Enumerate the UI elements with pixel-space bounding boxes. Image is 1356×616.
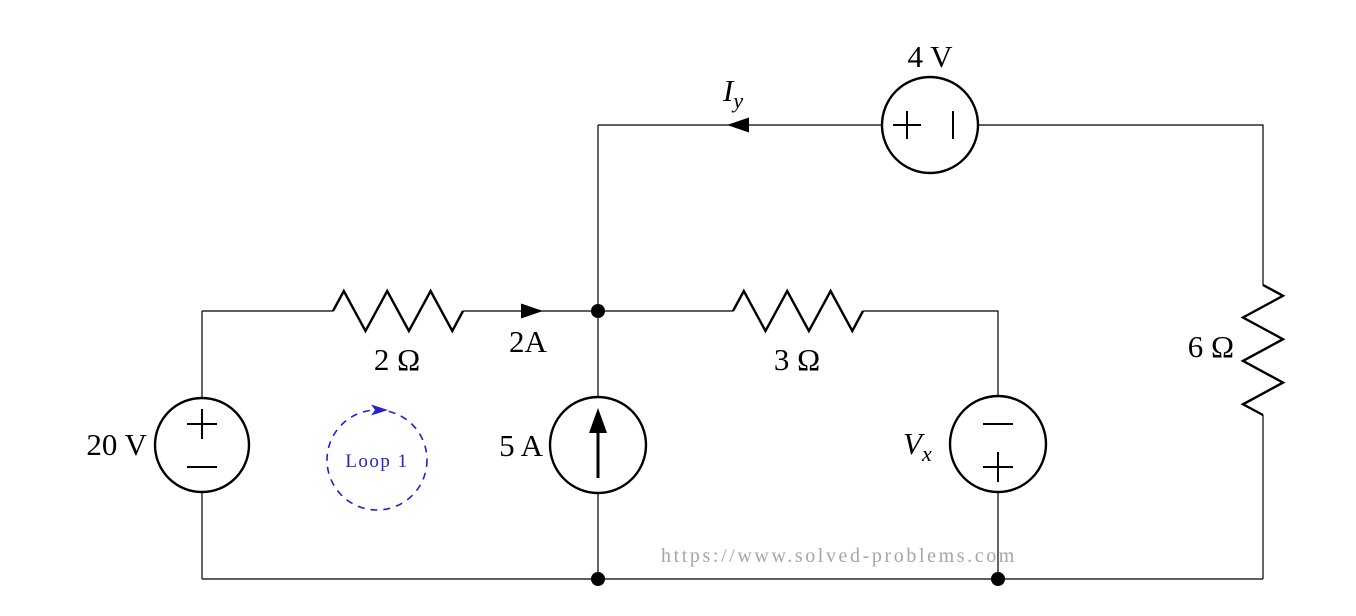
resistor-zigzag-icon [1240,283,1286,417]
wires [201,124,1264,580]
label-3ohm: 3 Ω [774,342,820,377]
voltage-source-circle-icon [153,396,251,494]
label-6ohm: 6 Ω [1188,329,1234,364]
label-vx: Vx [903,426,932,466]
loop-clockwise-arrow-icon [371,404,388,416]
label-4v: 4 V [907,39,953,74]
plus-icon [983,452,1013,482]
right-arrow-icon [521,303,543,319]
resistor-3ohm: 3 Ω [731,288,865,377]
up-arrow-head-icon [589,408,607,433]
watermark-text: https://www.solved-problems.com [661,545,1017,567]
wire-mid-right-b [863,310,999,396]
voltage-source-circle-icon [880,75,980,175]
voltage-source-4v: 4 V [880,39,980,175]
left-arrow-icon [727,117,749,133]
voltage-source-circle-icon [948,394,1048,494]
node-dot-bottom-left [591,572,605,586]
label-2a: 2A [509,324,548,359]
loop1-annotation: Loop 1 [326,404,428,511]
resistor-zigzag-icon [731,288,865,334]
current-annotation-iy: Iy [722,73,749,133]
label-20v: 20 V [86,427,147,462]
resistor-zigzag-icon [331,288,465,334]
plus-icon [187,409,217,439]
wire-top-right [978,124,1264,285]
node-dot-bottom-right [991,572,1005,586]
voltage-source-20v: 20 V [86,396,251,494]
resistor-2ohm: 2 Ω [331,288,465,377]
label-5a: 5 A [499,428,544,463]
plus-icon [893,111,921,139]
resistor-6ohm: 6 Ω [1188,283,1286,417]
current-source-5a: 5 A [499,395,648,495]
current-annotation-2a: 2A [509,303,548,359]
node-dot-center [591,304,605,318]
label-iy: Iy [722,73,743,113]
label-loop1: Loop 1 [345,451,408,472]
junction-nodes [591,304,1005,586]
label-2ohm: 2 Ω [374,342,420,377]
voltage-source-vx: Vx [903,394,1048,494]
